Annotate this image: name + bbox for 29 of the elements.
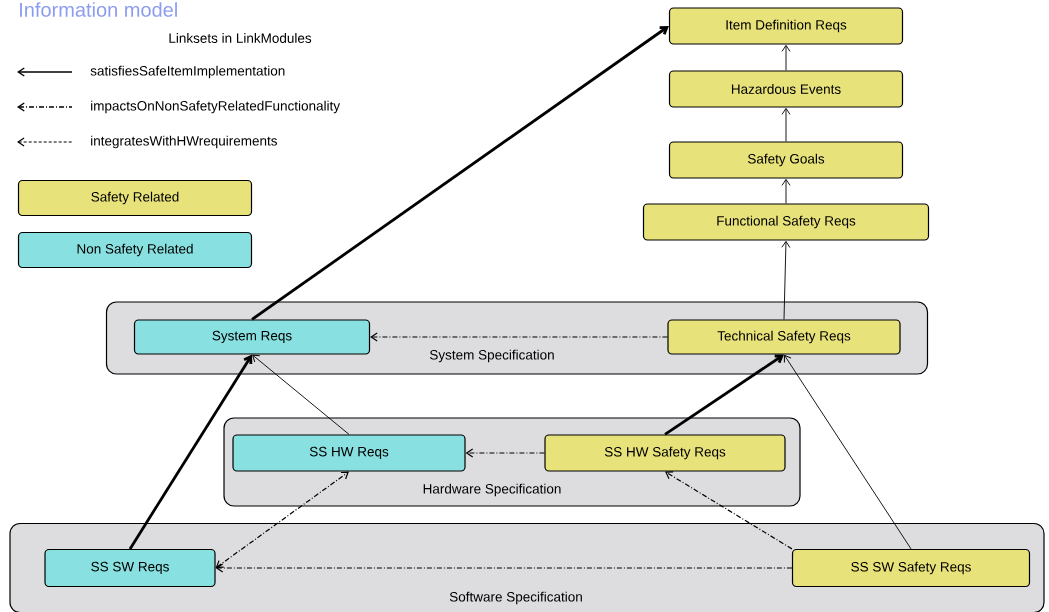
arrow xyxy=(781,178,791,204)
arrow xyxy=(370,332,668,342)
legend-label: impactsOnNonSafetyRelatedFunctionality xyxy=(91,100,341,114)
arrow xyxy=(664,354,784,436)
arrow xyxy=(781,107,791,142)
arrow xyxy=(781,44,791,71)
requirement-box: System Reqs xyxy=(133,319,371,355)
requirement-box: Safety Goals xyxy=(668,141,904,179)
arrow xyxy=(665,471,793,550)
requirement-box: SS SW Safety Reqs xyxy=(791,548,1031,588)
requirement-box: Hazardous Events xyxy=(668,70,904,108)
arrow xyxy=(783,354,912,550)
arrow xyxy=(252,354,350,435)
requirement-box: Functional Safety Reqs xyxy=(642,203,930,241)
arrow xyxy=(215,563,793,573)
legend-label: satisfiesSafeItemImplementation xyxy=(90,65,285,79)
arrow xyxy=(465,448,545,458)
legend-label: integratesWithHWrequirements xyxy=(91,135,277,149)
requirement-box: Item Definition Reqs xyxy=(668,7,904,45)
requirement-box: Technical Safety Reqs xyxy=(667,319,901,355)
requirement-box: SS HW Safety Reqs xyxy=(544,434,786,472)
legend-heading: Linksets in LinkModules xyxy=(169,33,312,43)
title: Information model xyxy=(20,2,177,17)
arrow xyxy=(251,26,669,321)
arrow xyxy=(781,240,791,320)
arrow xyxy=(215,471,349,568)
requirement-box: SS SW Reqs xyxy=(44,548,216,588)
requirement-box: SS HW Reqs xyxy=(232,434,466,472)
arrow xyxy=(128,354,253,550)
